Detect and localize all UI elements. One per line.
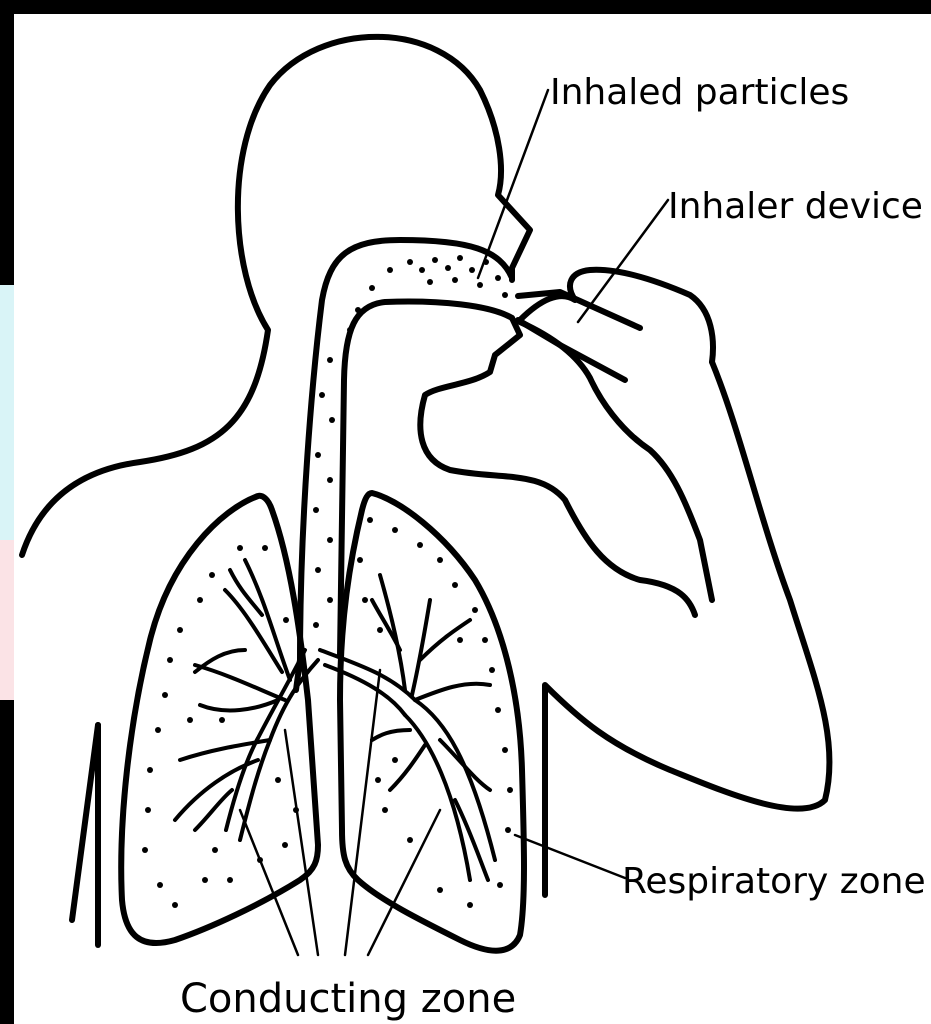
- edge-tint-cyan: [0, 285, 14, 540]
- label-inhaler-device: Inhaler device: [668, 186, 923, 227]
- label-respiratory-zone: Respiratory zone: [622, 861, 926, 902]
- edge-tint-pink: [0, 540, 14, 700]
- label-inhaled-particles: Inhaled particles: [550, 72, 849, 113]
- label-conducting-zone: Conducting zone: [180, 976, 516, 1022]
